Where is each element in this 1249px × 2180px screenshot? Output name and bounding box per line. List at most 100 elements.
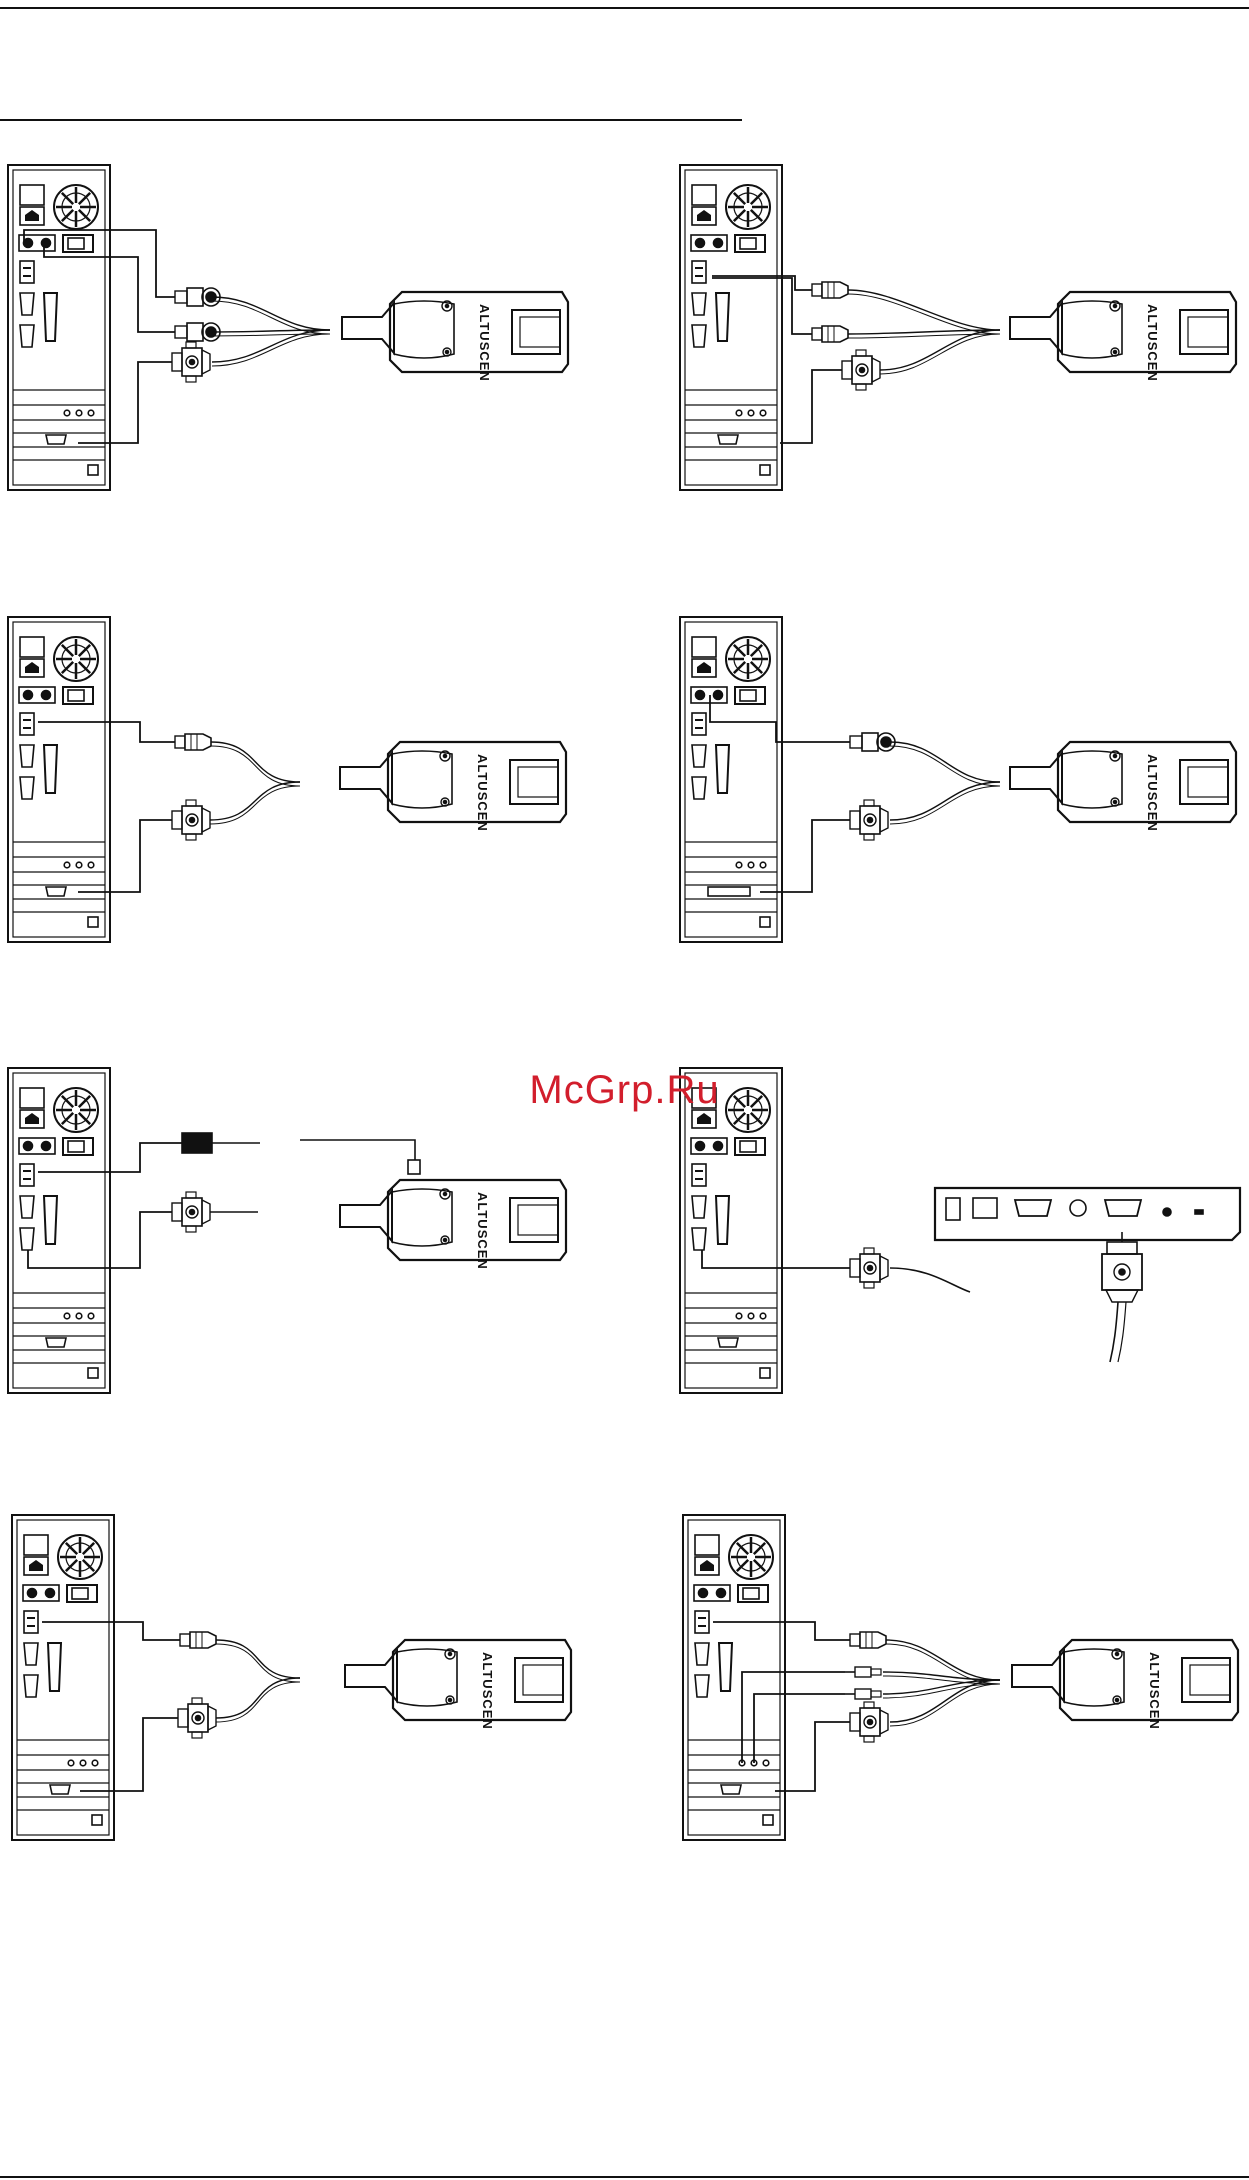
usb-port-icon	[695, 1611, 709, 1633]
kvm-adapter-2: ALTUSCEN	[1010, 292, 1236, 382]
serial-port-icon	[692, 293, 706, 315]
ps2-port-icon	[1070, 1200, 1086, 1216]
power-plug-icon	[29, 1560, 43, 1571]
power-socket-icon	[20, 637, 44, 657]
fan-icon	[726, 185, 770, 229]
audio-jack-icon	[68, 1760, 74, 1766]
vga-port-icon	[50, 1785, 70, 1794]
ps2-port-icon	[714, 691, 723, 700]
audio-jack-icon	[64, 1313, 70, 1319]
cable	[42, 1622, 180, 1640]
pc-tower	[680, 617, 782, 942]
ps2-port-icon	[714, 239, 723, 248]
parallel-port-icon	[716, 293, 729, 341]
vga-plug	[172, 800, 210, 840]
ps2-port-icon	[42, 691, 51, 700]
lan-port-icon	[88, 917, 98, 927]
pc-tower	[8, 617, 110, 942]
power-plug-icon	[25, 662, 39, 673]
serial-port-icon	[24, 1675, 38, 1697]
adapter-brand-label: ALTUSCEN	[480, 1652, 495, 1730]
serial-port-icon	[24, 1643, 38, 1665]
serial-port-icon	[692, 1228, 706, 1250]
parallel-port-icon	[44, 293, 57, 341]
serial-port-icon	[20, 1228, 34, 1250]
vga-port-icon	[46, 435, 66, 444]
power-jack-icon	[946, 1198, 960, 1220]
usb-plug	[180, 1632, 216, 1648]
audio-jack-icon	[92, 1760, 98, 1766]
usb-port-icon	[692, 1164, 706, 1186]
audio-jack-icon	[76, 862, 82, 868]
lan-port-icon	[763, 1815, 773, 1825]
power-socket-icon	[692, 185, 716, 205]
adapter-cable-stub	[342, 303, 394, 353]
kvm-adapter-5: ALTUSCEN	[340, 1180, 566, 1270]
kvm-adapter-8: ALTUSCEN	[1012, 1640, 1238, 1730]
vga-port-icon	[1015, 1200, 1051, 1216]
cable	[28, 1212, 172, 1268]
cable	[775, 1722, 850, 1791]
power-connector	[408, 1160, 420, 1174]
audio-jack-icon	[748, 410, 754, 416]
vga-port-icon	[46, 1338, 66, 1347]
audio-jack-icon	[760, 1313, 766, 1319]
adapter-cable-stub	[340, 1191, 392, 1241]
vga-plug	[850, 800, 888, 840]
adapter-brand-label: ALTUSCEN	[1145, 304, 1160, 382]
adapter-cable-stub	[345, 1651, 397, 1701]
cable	[780, 370, 842, 443]
serial-port-icon	[20, 325, 34, 347]
pc-tower	[8, 165, 110, 490]
audio-plug	[845, 1667, 881, 1677]
serial-port-icon	[692, 325, 706, 347]
vga-plug	[842, 350, 880, 390]
kvm-adapter-3: ALTUSCEN	[340, 742, 566, 832]
serial-port-icon	[20, 1196, 34, 1218]
pc-tower-4	[680, 617, 782, 942]
lan-port-icon	[973, 1198, 997, 1218]
audio-jack-icon	[88, 862, 94, 868]
lan-port-icon	[760, 917, 770, 927]
adapter-cable-stub	[1010, 753, 1062, 803]
adapter-brand-label: ALTUSCEN	[475, 754, 490, 832]
led-icon	[1195, 1210, 1203, 1214]
power-plug-icon	[697, 210, 711, 221]
ps2-port-icon	[24, 691, 33, 700]
ps2-port-icon	[714, 1142, 723, 1151]
audio-jack-icon	[748, 1313, 754, 1319]
serial-port-icon	[20, 293, 34, 315]
cable	[713, 1622, 850, 1640]
power-socket-icon	[24, 1535, 48, 1555]
dvi-port-icon	[708, 887, 750, 896]
usb-port-icon	[692, 713, 706, 735]
serial-port-icon	[20, 745, 34, 767]
serial-port-icon	[692, 777, 706, 799]
power-socket-icon	[692, 637, 716, 657]
usb-plug	[812, 282, 848, 298]
cable	[78, 362, 172, 443]
adapter-cable-stub	[1010, 303, 1062, 353]
serial-port-icon	[692, 745, 706, 767]
pc-tower-8	[683, 1515, 785, 1840]
cable-bundle	[210, 742, 300, 824]
watermark: McGrp.Ru	[0, 1068, 1249, 1113]
figure-usb-usb-vga	[712, 276, 1000, 443]
kvm-adapter-4: ALTUSCEN	[1010, 742, 1236, 832]
parallel-port-icon	[44, 745, 57, 793]
power-adapter-plug	[182, 1133, 212, 1153]
audio-jack-icon	[76, 410, 82, 416]
audio-jack-icon	[88, 1313, 94, 1319]
audio-jack-icon	[80, 1760, 86, 1766]
usb-port-icon	[24, 1611, 38, 1633]
power-plug-icon	[25, 1113, 39, 1124]
kvm-adapter-7: ALTUSCEN	[345, 1640, 571, 1730]
fan-icon	[726, 637, 770, 681]
power-socket-icon	[695, 1535, 719, 1555]
parallel-port-icon	[716, 1196, 729, 1244]
cable	[742, 1672, 845, 1763]
cable	[760, 820, 850, 892]
adapter-brand-label: ALTUSCEN	[475, 1192, 490, 1270]
adapter-cable-stub	[340, 753, 392, 803]
audio-plug	[845, 1689, 881, 1699]
